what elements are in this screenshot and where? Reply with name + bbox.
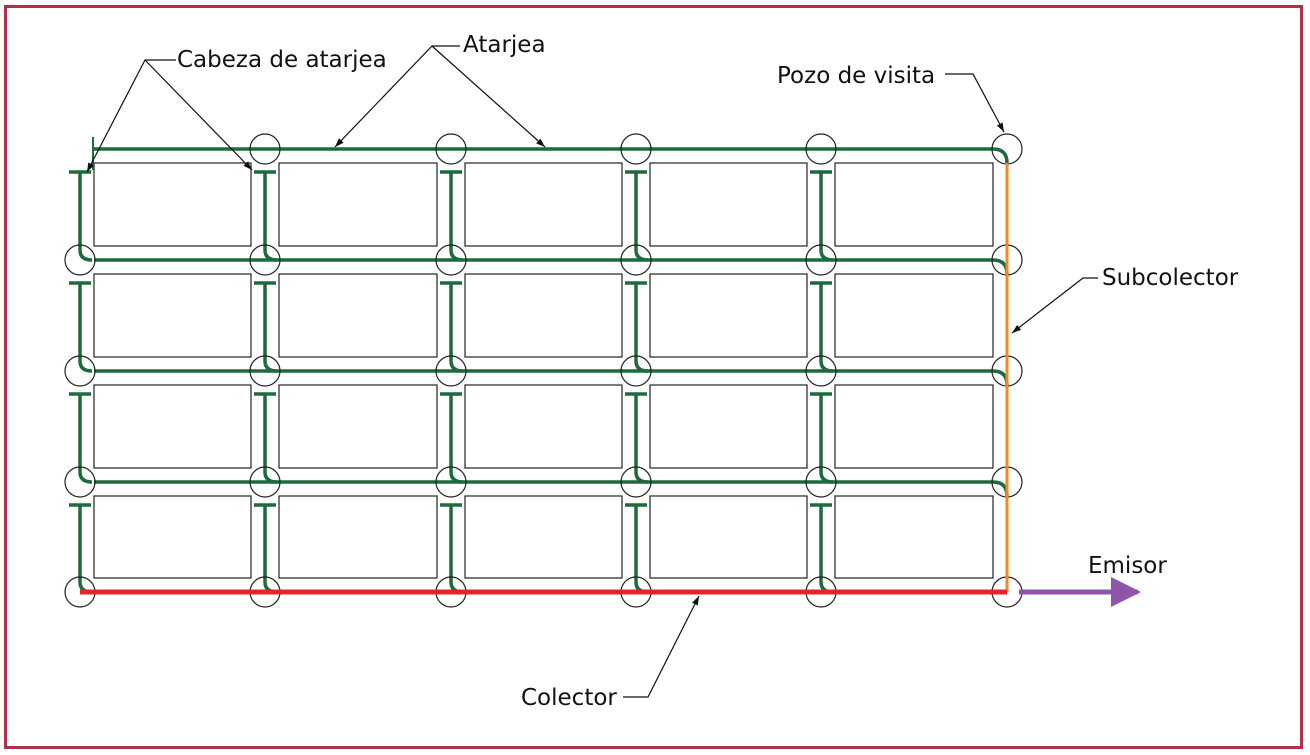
label-subcolector: Subcolector — [1102, 265, 1239, 291]
pozo-de-visita — [435, 133, 467, 165]
leader-arrowhead — [996, 122, 1004, 132]
pozo-de-visita — [805, 244, 837, 276]
leader-arrowhead — [87, 162, 94, 172]
label-atarjea: Atarjea — [463, 32, 546, 58]
leader-subcolector — [1011, 277, 1098, 334]
city-blocks — [93, 162, 994, 579]
atarjea-vertical — [634, 283, 649, 373]
city-block — [93, 273, 252, 358]
city-block — [464, 273, 623, 358]
pozo-de-visita — [249, 466, 281, 498]
label-pozo-de-visita: Pozo de visita — [777, 63, 935, 89]
city-block — [93, 384, 252, 469]
leader-cabeza-2 — [144, 59, 253, 171]
atarjea-vertical — [819, 505, 834, 594]
city-block — [278, 495, 438, 579]
pozo-de-visita — [435, 466, 467, 498]
leader-lines — [86, 45, 1098, 698]
atarjea-vertical — [634, 394, 649, 484]
pozo-de-visita — [64, 244, 96, 276]
city-block — [278, 384, 438, 469]
main-pipes — [80, 163, 1141, 607]
city-block — [464, 495, 623, 579]
pozo-de-visita — [64, 355, 96, 387]
atarjea-vertical — [634, 172, 649, 262]
city-block — [834, 384, 994, 469]
city-block — [649, 273, 808, 358]
leader-atarjea-2 — [431, 45, 546, 148]
leader-arrowhead — [536, 138, 545, 147]
atarjea-vertical — [78, 394, 93, 484]
leader-arrowhead — [243, 161, 252, 170]
label-colector: Colector — [521, 685, 617, 711]
atarjea-vertical — [78, 172, 93, 262]
atarjea-vertical — [263, 505, 278, 594]
city-block — [278, 162, 438, 247]
leader-arrowhead — [1012, 324, 1022, 333]
atarjea-elbow — [992, 480, 1009, 497]
atarjea-pipes — [69, 137, 1009, 594]
atarjea-vertical — [263, 394, 278, 484]
atarjea-elbow — [992, 147, 1009, 164]
atarjea-vertical — [449, 172, 464, 262]
city-block — [93, 495, 252, 579]
pozo-de-visita — [620, 466, 652, 498]
pozo-de-visita — [64, 466, 96, 498]
leader-colector — [623, 595, 700, 698]
city-block — [834, 273, 994, 358]
atarjea-vertical — [263, 283, 278, 373]
city-block — [93, 162, 252, 247]
city-block — [834, 495, 994, 579]
pozo-de-visita — [805, 133, 837, 165]
city-block — [834, 162, 994, 247]
diagram-frame — [4, 5, 1303, 749]
atarjea-vertical — [449, 394, 464, 484]
atarjea-vertical — [78, 505, 93, 594]
atarjea-vertical — [819, 283, 834, 373]
atarjea-elbow — [992, 258, 1009, 275]
pozo-de-visita — [620, 133, 652, 165]
label-emisor: Emisor — [1088, 553, 1167, 579]
label-cabeza-de-atarjea: Cabeza de atarjea — [177, 47, 387, 73]
atarjea-vertical — [263, 172, 278, 262]
leader-cabeza-1 — [86, 59, 176, 173]
city-block — [464, 384, 623, 469]
city-block — [649, 495, 808, 579]
pozo-de-visita — [249, 244, 281, 276]
leader-arrowhead — [335, 138, 344, 147]
pozo-de-visita — [435, 244, 467, 276]
pozo-de-visita — [805, 355, 837, 387]
atarjea-vertical — [634, 505, 649, 594]
pozo-de-visita — [805, 466, 837, 498]
leader-arrowhead — [692, 596, 699, 606]
city-block — [278, 273, 438, 358]
atarjea-vertical — [819, 394, 834, 484]
atarjea-vertical — [449, 505, 464, 594]
city-block — [464, 162, 623, 247]
pozo-de-visita — [249, 355, 281, 387]
pozo-de-visita — [249, 133, 281, 165]
pozo-de-visita — [435, 355, 467, 387]
pozo-de-visita — [620, 244, 652, 276]
atarjea-vertical — [449, 283, 464, 373]
atarjea-vertical — [78, 283, 93, 373]
atarjea-elbow — [992, 369, 1009, 386]
city-block — [649, 384, 808, 469]
atarjea-vertical — [819, 172, 834, 262]
pozo-de-visita — [620, 355, 652, 387]
city-block — [649, 162, 808, 247]
leader-pozo — [945, 73, 1005, 133]
